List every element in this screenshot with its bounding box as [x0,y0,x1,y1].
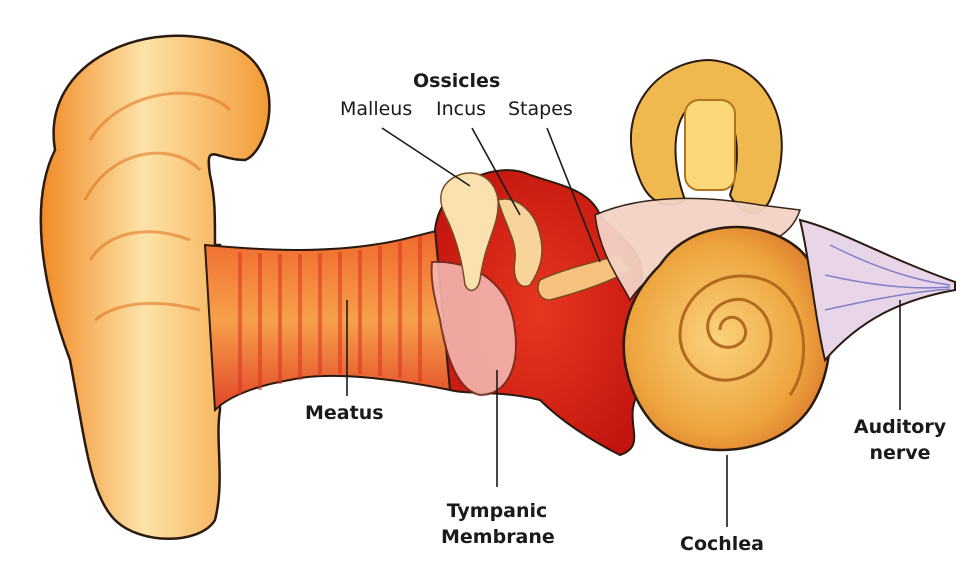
auditory-nerve-label: Auditory nerve [848,416,952,464]
incus-label: Incus [436,98,486,120]
auditory-nerve-shape [800,220,955,360]
auditory-label-line2: nerve [848,442,952,464]
tympanic-label-line1: Tympanic [441,500,553,522]
stapes-label: Stapes [508,98,573,120]
tympanic-membrane-label: Tympanic Membrane [441,500,553,548]
ossicles-label: Ossicles [413,70,500,92]
auditory-label-line1: Auditory [848,416,952,438]
malleus-label: Malleus [340,98,412,120]
cochlea-label: Cochlea [680,533,764,555]
meatus-label: Meatus [305,402,384,424]
tympanic-label-line2: Membrane [441,526,553,548]
